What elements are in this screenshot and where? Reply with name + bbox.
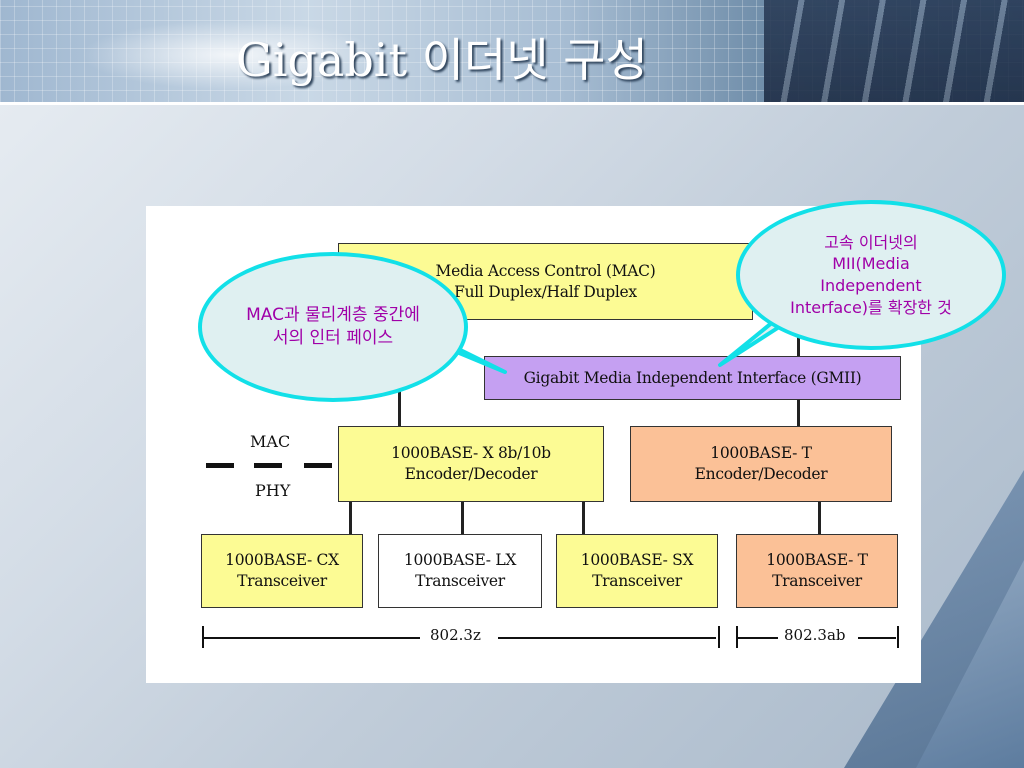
transceiver-title: 1000BASE- CX: [225, 551, 339, 570]
std-802-3ab-label: 802.3ab: [784, 626, 846, 644]
right-callout-bubble: 고속 이더넷의 MII(Media Independent Interface)…: [736, 200, 1006, 350]
span-tick: [897, 626, 899, 648]
span-tick: [202, 626, 204, 648]
header-cloud: [80, 20, 380, 90]
right-callout-text: 고속 이더넷의 MII(Media Independent Interface)…: [784, 232, 958, 318]
std-802-3z-label: 802.3z: [430, 626, 481, 644]
encoder-t-title: 1000BASE- T: [710, 444, 812, 463]
header-banner: [0, 0, 1024, 105]
transceiver-cx-box: 1000BASE- CX Transceiver: [201, 534, 363, 608]
gmii-box: Gigabit Media Independent Interface (GMI…: [484, 356, 901, 400]
connector-line: [818, 502, 821, 534]
gmii-label: Gigabit Media Independent Interface (GMI…: [523, 368, 862, 387]
span-line: [858, 637, 896, 639]
slide-title: Gigabit 이더넷 구성: [236, 33, 648, 87]
transceiver-subtitle: Transceiver: [415, 572, 505, 590]
encoder-t-subtitle: Encoder/Decoder: [694, 465, 828, 483]
keyboard-image: [764, 0, 1024, 105]
transceiver-title: 1000BASE- T: [766, 551, 868, 570]
right-callout-line1: 고속 이더넷의: [824, 232, 918, 252]
transceiver-title: 1000BASE- LX: [403, 551, 517, 570]
span-tick: [718, 626, 720, 648]
encoder-x-box: 1000BASE- X 8b/10b Encoder/Decoder: [338, 426, 604, 502]
encoder-t-box: 1000BASE- T Encoder/Decoder: [630, 426, 892, 502]
layer-separator-dash: [304, 463, 332, 468]
transceiver-lx-box: 1000BASE- LX Transceiver: [378, 534, 542, 608]
mac-label: Media Access Control (MAC): [435, 261, 656, 280]
header-rule: [0, 102, 1024, 105]
encoder-x-title: 1000BASE- X 8b/10b: [391, 444, 551, 463]
phy-layer-label: PHY: [255, 481, 291, 500]
left-callout-text: MAC과 물리계층 중간에서의 인터 페이스: [246, 305, 420, 348]
span-line: [498, 637, 716, 639]
transceiver-sx-box: 1000BASE- SX Transceiver: [556, 534, 718, 608]
span-tick: [736, 626, 738, 648]
layer-separator-dash: [206, 463, 234, 468]
connector-line: [582, 502, 585, 534]
transceiver-subtitle: Transceiver: [237, 572, 327, 590]
right-callout-line2: MII(Media Independent Interface)를 확장한 것: [790, 254, 952, 317]
transceiver-subtitle: Transceiver: [772, 572, 862, 590]
span-line: [204, 637, 420, 639]
mac-layer-label: MAC: [250, 432, 291, 451]
encoder-x-subtitle: Encoder/Decoder: [404, 465, 538, 483]
transceiver-title: 1000BASE- SX: [580, 551, 694, 570]
transceiver-t-box: 1000BASE- T Transceiver: [736, 534, 898, 608]
connector-line: [349, 502, 352, 534]
connector-line: [461, 502, 464, 534]
duplex-label: Full Duplex/Half Duplex: [454, 282, 637, 301]
left-callout-bubble: MAC과 물리계층 중간에서의 인터 페이스: [198, 252, 468, 402]
span-line: [738, 637, 778, 639]
transceiver-subtitle: Transceiver: [592, 572, 682, 590]
layer-separator-dash: [254, 463, 282, 468]
